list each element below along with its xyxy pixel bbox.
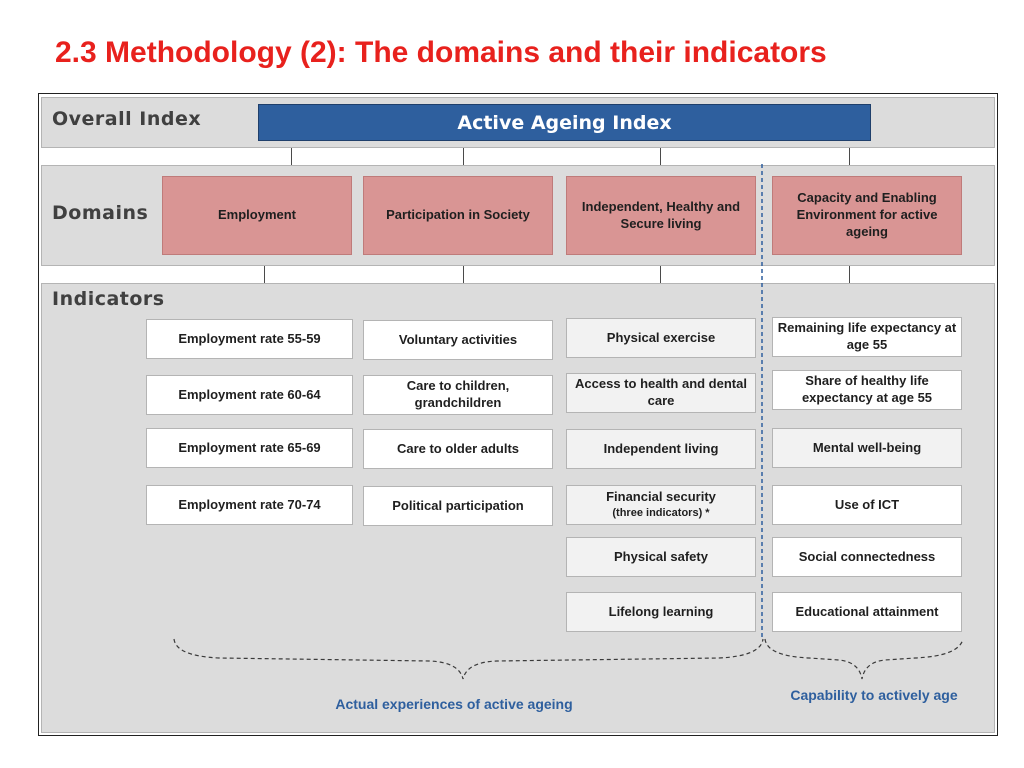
- indicator-care-older-adults: Care to older adults: [363, 429, 553, 469]
- aai-diagram: Overall Index Domains Indicators Active …: [38, 93, 998, 736]
- indicator-employment-65-69: Employment rate 65-69: [146, 428, 353, 468]
- indicator-independent-living: Independent living: [566, 429, 756, 469]
- indicator-financial-security: Financial security (three indicators) *: [566, 485, 756, 525]
- indicator-voluntary-activities: Voluntary activities: [363, 320, 553, 360]
- connector-line: [849, 148, 850, 165]
- financial-security-label: Financial security: [606, 489, 716, 505]
- domain-employment: Employment: [162, 176, 352, 255]
- actual-experiences-label: Actual experiences of active ageing: [335, 696, 573, 712]
- active-ageing-index-box: Active Ageing Index: [258, 104, 871, 141]
- indicator-use-of-ict: Use of ICT: [772, 485, 962, 525]
- financial-security-note: (three indicators) *: [612, 507, 710, 520]
- domains-label: Domains: [52, 202, 149, 224]
- connector-line: [291, 148, 292, 165]
- domain-capacity: Capacity and Enabling Environment for ac…: [772, 176, 962, 255]
- indicator-employment-70-74: Employment rate 70-74: [146, 485, 353, 525]
- indicator-access-health-care: Access to health and dental care: [566, 373, 756, 413]
- connector-line: [463, 266, 464, 283]
- indicators-label: Indicators: [52, 288, 165, 310]
- indicator-mental-well-being: Mental well-being: [772, 428, 962, 468]
- indicator-educational-attainment: Educational attainment: [772, 592, 962, 632]
- connector-line: [463, 148, 464, 165]
- indicator-remaining-life-expectancy: Remaining life expectancy at age 55: [772, 317, 962, 357]
- capability-brace: [764, 638, 964, 680]
- connector-line: [660, 266, 661, 283]
- indicator-social-connectedness: Social connectedness: [772, 537, 962, 577]
- domain-independent-living: Independent, Healthy and Secure living: [566, 176, 756, 255]
- domain-participation: Participation in Society: [363, 176, 553, 255]
- indicator-employment-55-59: Employment rate 55-59: [146, 319, 353, 359]
- indicator-physical-safety: Physical safety: [566, 537, 756, 577]
- indicator-healthy-life-expectancy: Share of healthy life expectancy at age …: [772, 370, 962, 410]
- actual-experiences-brace: [173, 638, 764, 680]
- slide-title: 2.3 Methodology (2): The domains and the…: [55, 36, 827, 69]
- indicator-lifelong-learning: Lifelong learning: [566, 592, 756, 632]
- group-brackets: [173, 164, 964, 680]
- connector-line: [660, 148, 661, 165]
- indicator-employment-60-64: Employment rate 60-64: [146, 375, 353, 415]
- connector-line: [264, 266, 265, 283]
- connector-line: [849, 266, 850, 283]
- indicator-political-participation: Political participation: [363, 486, 553, 526]
- overall-index-label: Overall Index: [52, 108, 202, 130]
- capability-label: Capability to actively age: [790, 687, 958, 703]
- indicator-care-children: Care to children, grandchildren: [363, 375, 553, 415]
- indicator-physical-exercise: Physical exercise: [566, 318, 756, 358]
